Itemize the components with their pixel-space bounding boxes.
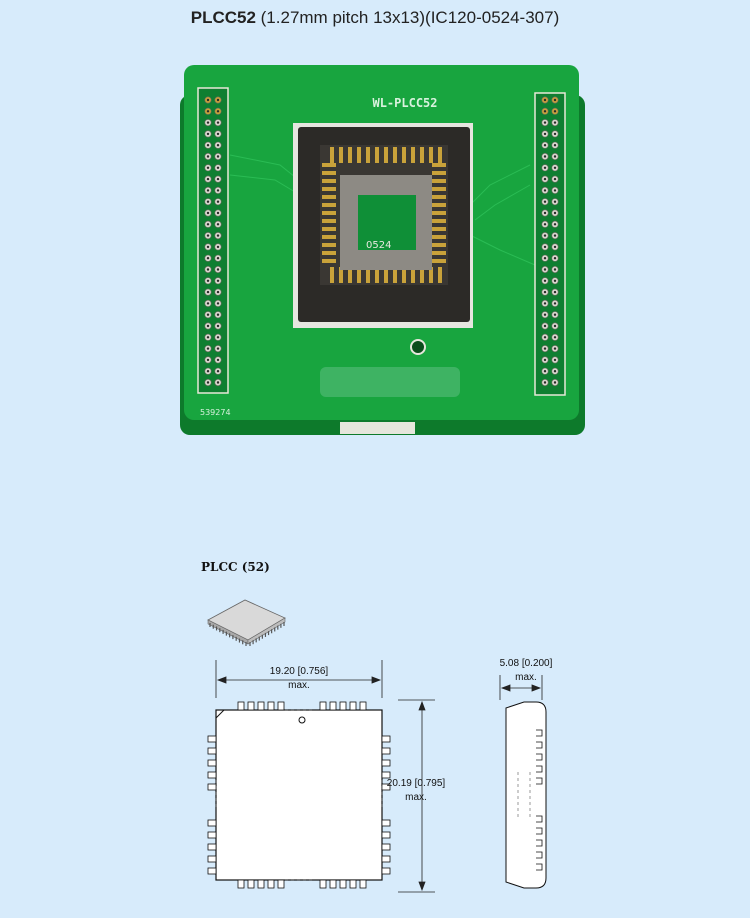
chip-3d-icon	[207, 599, 286, 646]
plcc-dimension-drawing: 19.20 [0.756] max. 20.19 [0.795] max.	[207, 599, 553, 893]
chip-side-view	[505, 701, 547, 889]
height-note: max.	[405, 792, 427, 803]
thickness-note: max.	[515, 672, 537, 683]
socket-marking: 0524	[366, 240, 391, 251]
thickness-dimension: 5.08 [0.200]	[500, 658, 553, 669]
height-dimension: 20.19 [0.795]	[387, 778, 446, 789]
package-label: PLCC (52)	[201, 560, 270, 574]
width-note: max.	[288, 680, 310, 691]
thickness-dimension-lines	[499, 675, 543, 700]
right-header-pins	[541, 96, 559, 386]
width-dimension-lines	[215, 660, 383, 698]
chip-top-view	[207, 701, 391, 889]
package-drawing: 19.20 [0.756] max. 20.19 [0.795] max.	[190, 590, 590, 910]
socket-window	[358, 195, 416, 250]
adapter-board-photo: WL-PLCC52 0524 539274	[170, 55, 590, 440]
mounting-hole	[410, 339, 426, 355]
bottom-connector	[340, 422, 415, 434]
right-pin-header	[534, 92, 566, 396]
left-header-pins	[204, 96, 222, 386]
page-title: PLCC52 (1.27mm pitch 13x13)(IC120-0524-3…	[0, 8, 750, 28]
height-dimension-lines	[398, 699, 435, 893]
blurred-label	[320, 367, 460, 397]
socket-contacts	[322, 147, 446, 283]
silkscreen-label: WL-PLCC52	[372, 96, 437, 110]
title-part-number: PLCC52	[190, 8, 256, 27]
width-dimension: 19.20 [0.756]	[270, 666, 329, 677]
left-pin-header	[197, 87, 229, 394]
title-details: (1.27mm pitch 13x13)(IC120-0524-307)	[255, 8, 560, 27]
adapter-board-illustration: WL-PLCC52 0524 539274	[180, 65, 585, 435]
board-serial: 539274	[200, 408, 231, 417]
